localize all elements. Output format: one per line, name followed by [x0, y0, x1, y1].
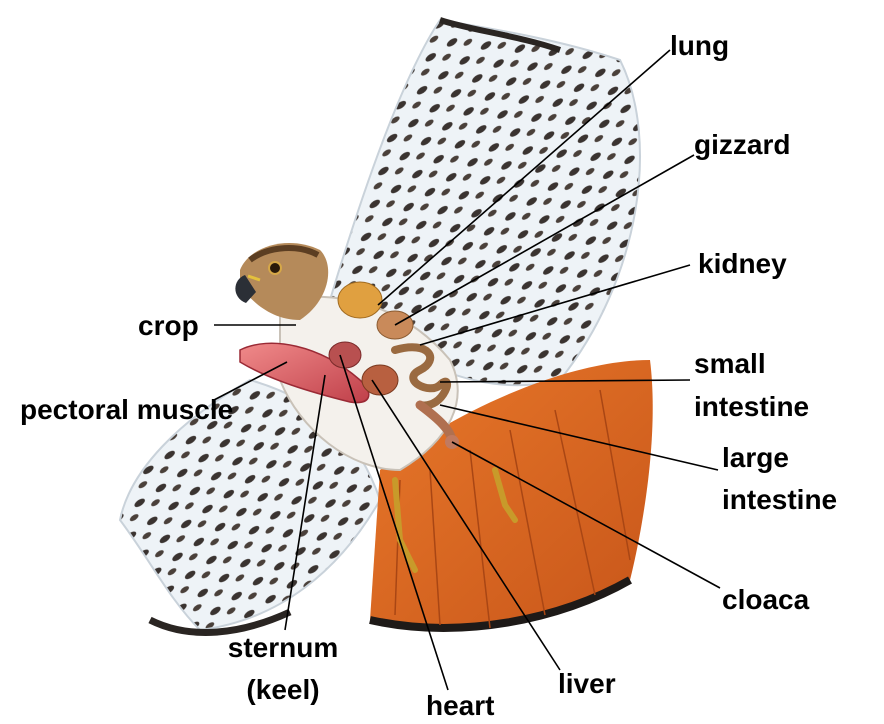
- label-lung: lung: [670, 28, 729, 64]
- label-crop: crop: [138, 308, 199, 344]
- label-small-intestine-line2: intestine: [694, 389, 809, 425]
- label-pectoral-muscle: pectoral muscle: [20, 392, 233, 428]
- label-kidney: kidney: [698, 246, 787, 282]
- label-cloaca: cloaca: [722, 582, 809, 618]
- label-large-intestine-line2: intestine: [722, 482, 837, 518]
- label-gizzard: gizzard: [694, 127, 790, 163]
- label-heart: heart: [426, 688, 494, 724]
- label-sternum-line2: (keel): [212, 672, 354, 708]
- label-small-intestine-line1: small: [694, 346, 766, 382]
- label-sternum-line1: sternum: [212, 630, 354, 666]
- label-liver: liver: [558, 666, 616, 702]
- label-large-intestine-line1: large: [722, 440, 789, 476]
